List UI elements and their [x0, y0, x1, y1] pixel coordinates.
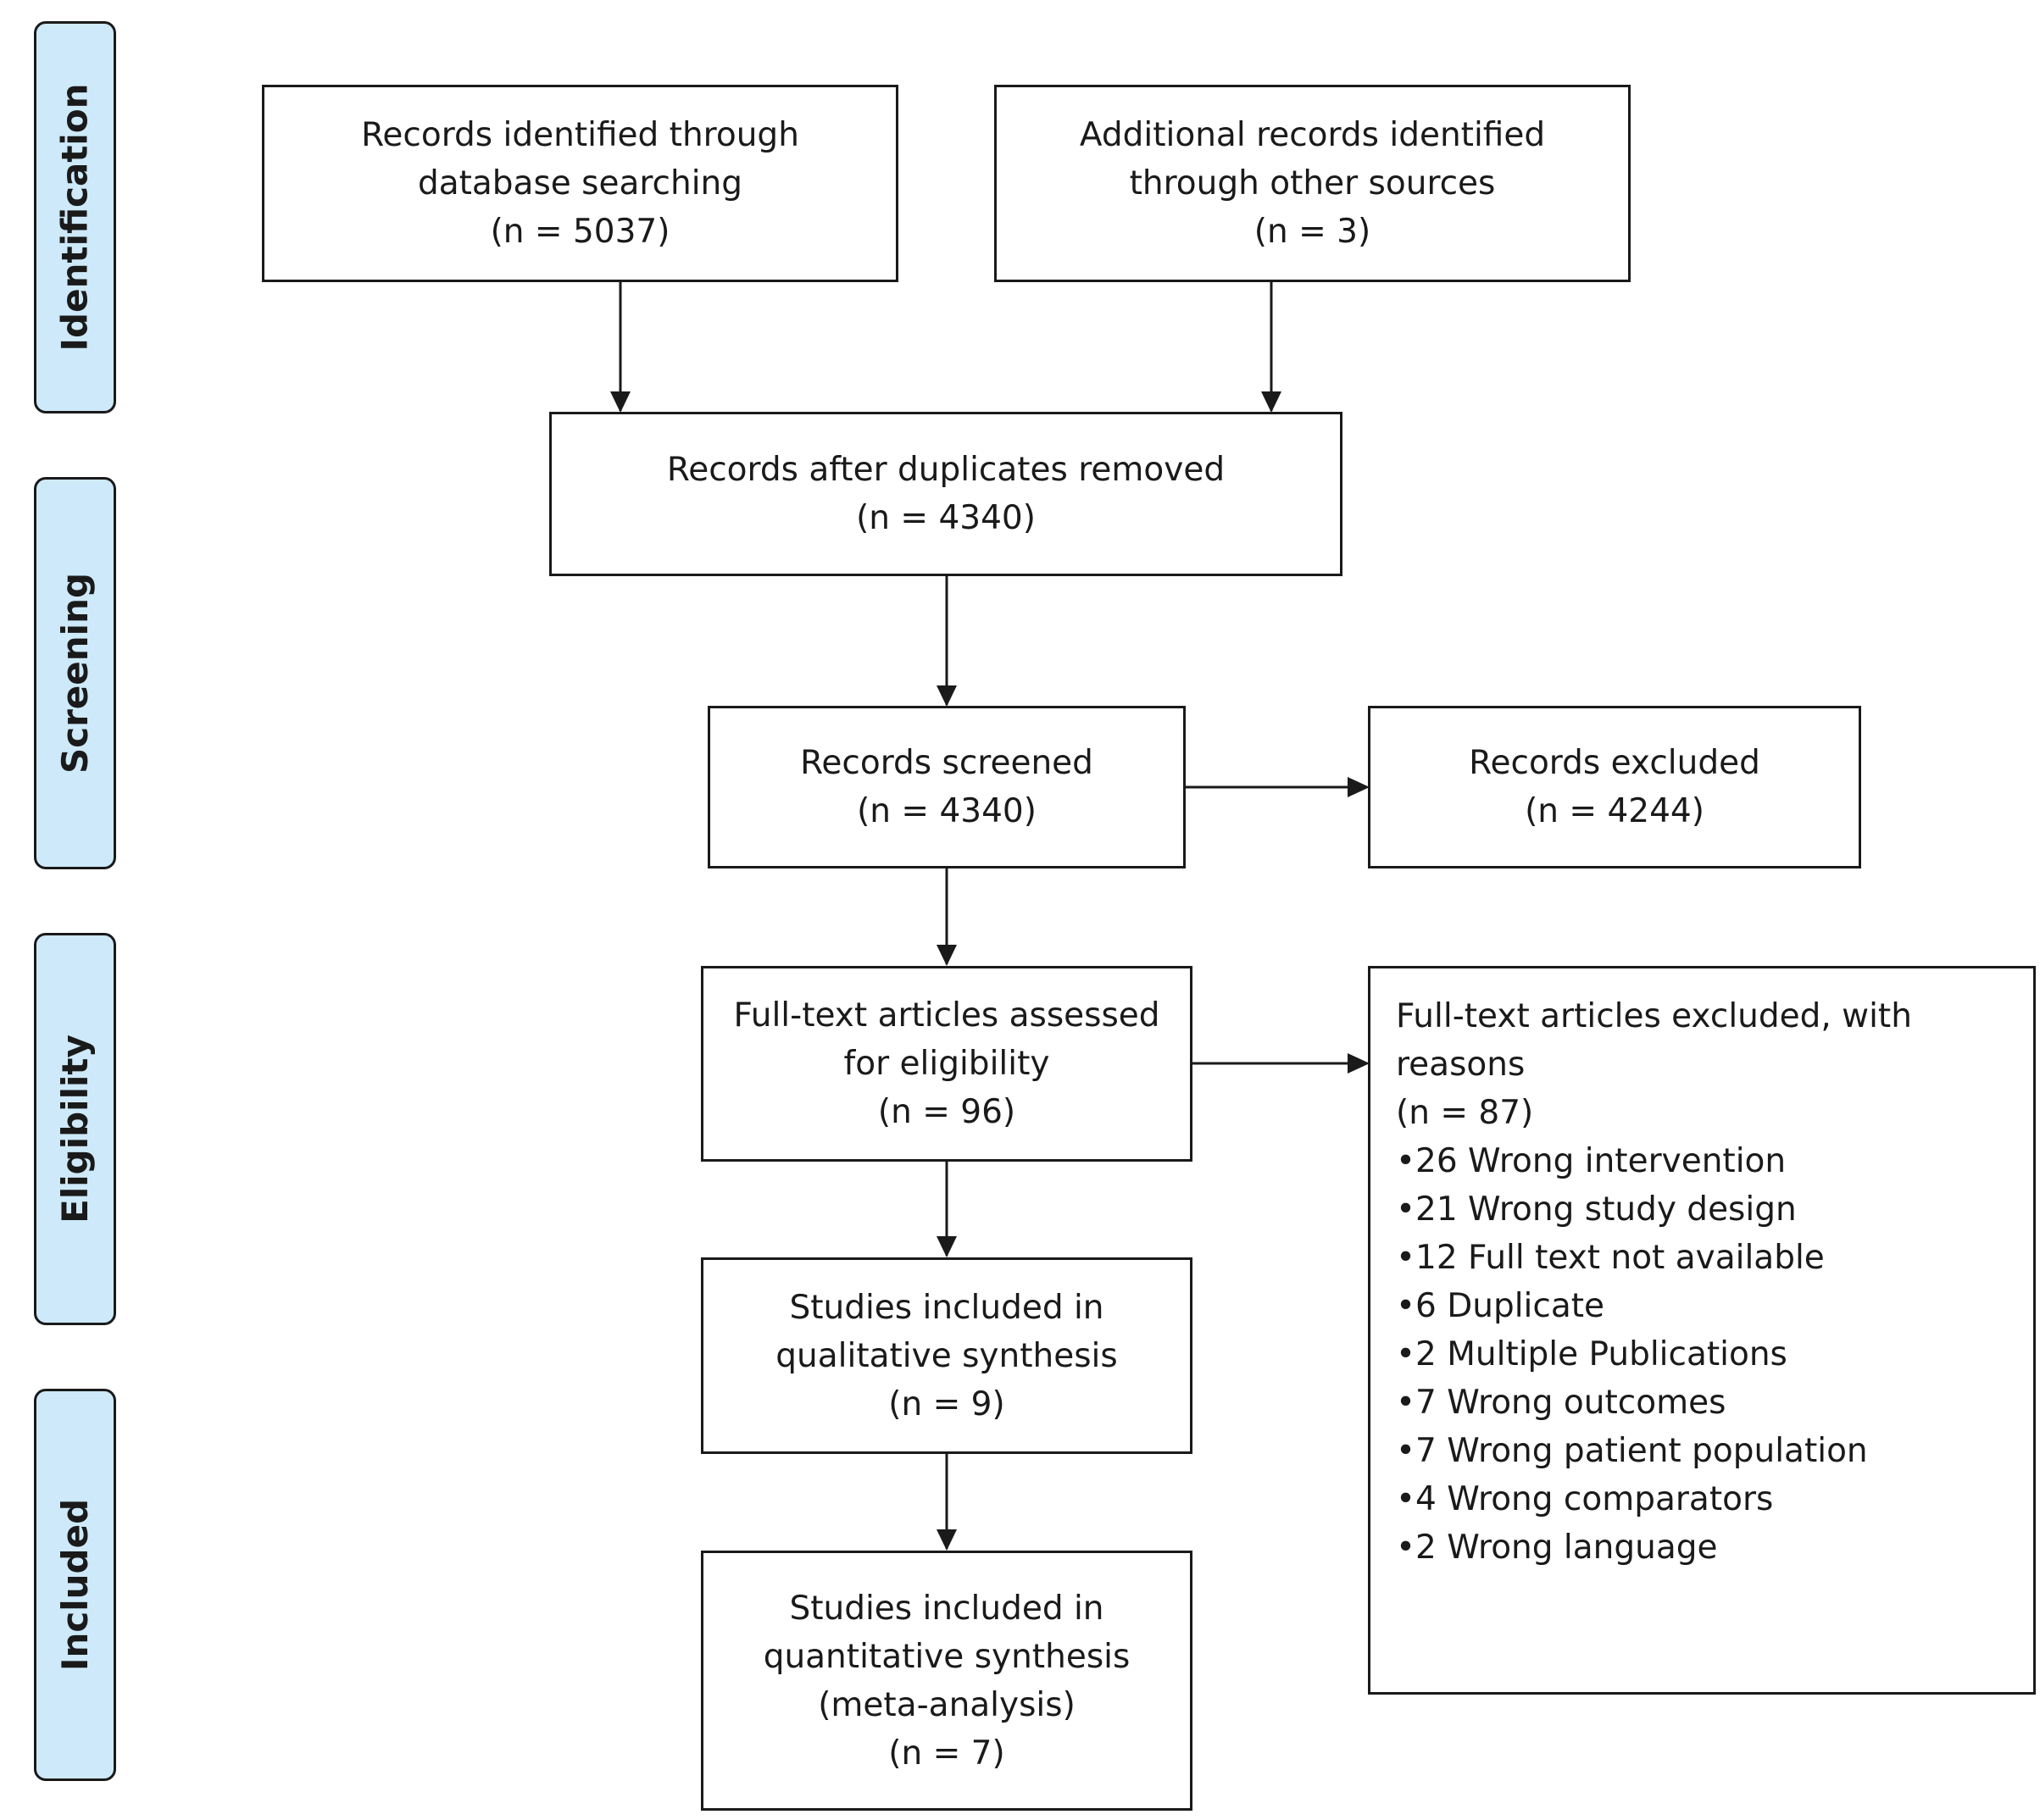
qualitative-count: (n = 9) [888, 1384, 1005, 1423]
arrowhead-qualitative [937, 1236, 957, 1257]
exclusion-reason: •2 Wrong language [1396, 1529, 1718, 1567]
quantitative-line1: Studies included in [789, 1589, 1104, 1628]
excluded-count: (n = 4244) [1525, 792, 1704, 830]
arrowhead-other [1261, 391, 1281, 413]
quantitative-line2: quantitative synthesis [763, 1637, 1131, 1676]
excluded-line1: Records excluded [1469, 744, 1760, 782]
phase-eligibility: Eligibility [34, 933, 116, 1325]
duplicates-removed-count: (n = 4340) [856, 499, 1036, 537]
exclusion-reason: •7 Wrong outcomes [1396, 1384, 1726, 1422]
fulltext-excluded-line1: Full-text articles excluded, with [1396, 997, 1912, 1035]
fulltext-assessed-line1: Full-text articles assessed [733, 996, 1160, 1035]
exclusion-reason: •21 Wrong study design [1396, 1190, 1797, 1229]
screened-line1: Records screened [800, 744, 1093, 782]
arrowhead-fulltext-excluded [1348, 1053, 1370, 1074]
other-sources-count: (n = 3) [1253, 213, 1371, 251]
exclusion-reason: •6 Duplicate [1396, 1287, 1605, 1325]
exclusion-reason: •7 Wrong patient population [1396, 1432, 1868, 1470]
phase-included: Included [34, 1389, 116, 1781]
arrowhead-quantitative [937, 1529, 957, 1551]
quantitative-count: (n = 7) [888, 1734, 1005, 1773]
phase-screening: Screening [34, 477, 116, 869]
fulltext-excluded-count: (n = 87) [1396, 1094, 1534, 1132]
box-fulltext-assessed: Full-text articles assessed for eligibil… [701, 966, 1192, 1162]
exclusion-reason: •26 Wrong intervention [1396, 1142, 1787, 1180]
phase-identification: Identification [34, 21, 116, 413]
other-sources-line1: Additional records identified [1079, 116, 1546, 154]
box-excluded: Records excluded (n = 4244) [1368, 706, 1861, 868]
quantitative-line3: (meta-analysis) [818, 1685, 1076, 1724]
database-search-line2: database searching [417, 164, 743, 203]
arrowhead-duplicates [937, 685, 957, 707]
arrowhead-fulltext [937, 945, 957, 966]
exclusion-reason: •4 Wrong comparators [1396, 1480, 1774, 1518]
box-database-search: Records identified through database sear… [262, 85, 898, 282]
box-screened: Records screened (n = 4340) [708, 706, 1186, 868]
exclusion-reason: •2 Multiple Publications [1396, 1335, 1787, 1373]
duplicates-removed-line1: Records after duplicates removed [666, 451, 1226, 489]
arrowhead-database [610, 391, 631, 413]
fulltext-assessed-line2: for eligibility [843, 1045, 1050, 1083]
qualitative-line2: qualitative synthesis [775, 1336, 1118, 1375]
other-sources-line2: through other sources [1129, 164, 1496, 203]
box-fulltext-excluded: Full-text articles excluded, with reason… [1368, 966, 2036, 1695]
box-other-sources: Additional records identified through ot… [994, 85, 1631, 282]
database-search-line1: Records identified through [361, 116, 799, 154]
fulltext-assessed-count: (n = 96) [877, 1093, 1016, 1131]
box-qualitative: Studies included in qualitative synthesi… [701, 1257, 1192, 1454]
arrowhead-excluded [1348, 777, 1370, 797]
screened-count: (n = 4340) [857, 792, 1037, 830]
database-search-count: (n = 5037) [490, 213, 670, 251]
fulltext-excluded-line2: reasons [1396, 1046, 1526, 1084]
box-quantitative: Studies included in quantitative synthes… [701, 1551, 1192, 1811]
qualitative-line1: Studies included in [789, 1288, 1104, 1327]
exclusion-reason: •12 Full text not available [1396, 1239, 1825, 1277]
box-duplicates-removed: Records after duplicates removed (n = 43… [549, 412, 1342, 576]
